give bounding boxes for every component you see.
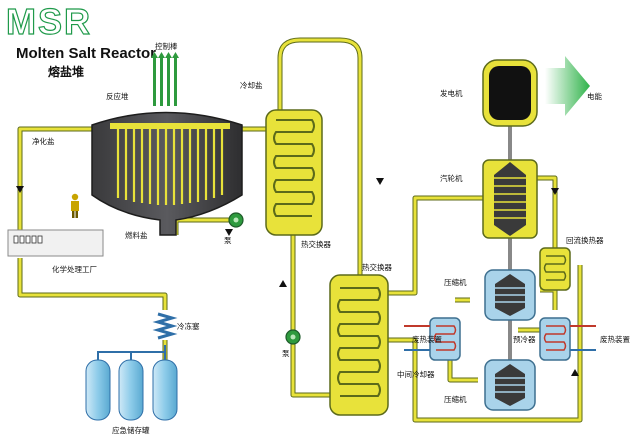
turbine-shaft: [508, 110, 512, 410]
generator: [482, 59, 538, 127]
flow-arrows: [16, 178, 579, 376]
intercooler: [429, 317, 461, 361]
label-heat-exchanger-2: 热交换器: [362, 262, 392, 272]
label-heat-exchanger-1: 热交换器: [301, 239, 331, 249]
label-waste-heat-left: 废热装置: [412, 334, 442, 344]
precooler: [539, 317, 571, 361]
label-waste-heat-right: 废热装置: [600, 334, 630, 344]
chem-plant: [7, 229, 104, 257]
heat-exchanger-1: [265, 109, 323, 236]
pump-2: [285, 329, 301, 345]
title-english: Molten Salt Reactor: [16, 45, 156, 62]
person-icon: [71, 193, 79, 218]
turbine: [482, 159, 538, 239]
label-chem-plant: 化学处理工厂: [52, 264, 97, 274]
label-intercooler: 中间冷却器: [397, 369, 435, 379]
label-freeze-plug: 冷冻塞: [177, 321, 200, 331]
recuperator: [539, 247, 571, 291]
waste-heat-lines: [404, 325, 596, 351]
label-electricity: 电能: [587, 91, 602, 101]
electricity-arrow: [545, 56, 590, 116]
compressor-2: [484, 359, 536, 411]
reactor-vessel: [91, 111, 243, 236]
label-turbine: 汽轮机: [440, 173, 463, 183]
label-purification: 净化盐: [32, 136, 55, 146]
label-recuperator: 回流换热器: [566, 235, 604, 245]
title-chinese: 熔盐堆: [48, 64, 84, 79]
label-fuel-salt: 燃料盐: [125, 230, 148, 240]
label-coolant-salt: 冷却盐: [240, 80, 263, 90]
label-emergency-tanks: 应急储存罐: [112, 425, 150, 435]
control-rods: [151, 52, 179, 106]
label-compressor-1: 压缩机: [444, 277, 467, 287]
label-pump-2: 泵: [282, 349, 290, 358]
label-precooler: 预冷器: [513, 334, 536, 344]
label-compressor-2: 压缩机: [444, 394, 467, 404]
pump-1: [228, 212, 244, 228]
label-generator: 发电机: [440, 88, 463, 98]
label-reactor: 反应堆: [106, 91, 129, 101]
compressor-1: [484, 269, 536, 321]
msr-logo: MSR: [6, 1, 92, 42]
label-control-rods: 控制棒: [155, 41, 178, 51]
heat-exchanger-2: [329, 274, 389, 416]
label-pump-1: 泵: [224, 236, 232, 245]
freeze-plug: [152, 312, 178, 340]
emergency-tanks: [85, 345, 178, 421]
